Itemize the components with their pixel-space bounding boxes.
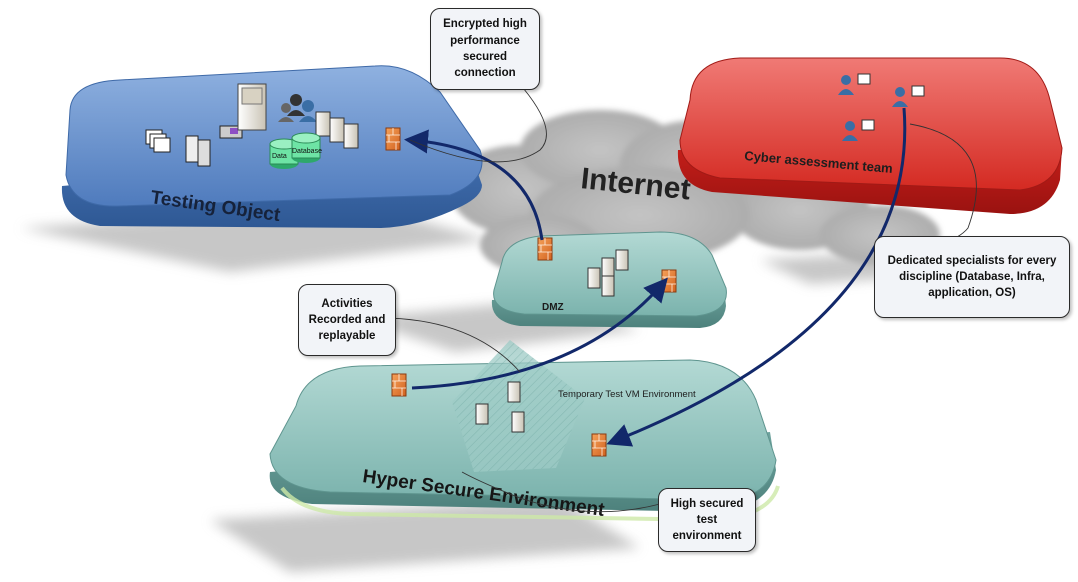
callout-encrypted-connection: Encrypted high performance secured conne… (430, 8, 540, 90)
firewall-icon (391, 373, 407, 397)
cyber-team-users (838, 73, 925, 141)
firewall-icon (537, 237, 553, 261)
temp-vm-label: Temporary Test VM Environment (558, 389, 696, 400)
team-to-hyper-arrow (606, 107, 907, 447)
dmz-to-testing-arrow (404, 129, 544, 241)
hyper-to-dmz-arrow (411, 277, 668, 390)
dmz-label: DMZ (542, 302, 564, 313)
network-device-icon (219, 125, 243, 139)
callout-high-secured: High secured test environment (658, 488, 756, 552)
mainframe-icon (237, 83, 267, 131)
database-label-database: Database (292, 148, 322, 155)
server-rack-icons (315, 111, 359, 149)
database-icon: Data Database (269, 132, 322, 169)
connection-arrows (404, 107, 907, 447)
firewall-icons (385, 127, 677, 457)
temp-vm-servers (475, 381, 525, 433)
database-label-data: Data (272, 153, 287, 160)
callout-dedicated-specialists: Dedicated specialists for every discipli… (874, 236, 1070, 318)
callout-high-secured-text: High secured test environment (670, 497, 744, 543)
user-laptop-icon (838, 73, 871, 95)
firewall-icon (591, 433, 607, 457)
users-group-icon (278, 94, 317, 122)
printer-icon (185, 135, 211, 167)
testing-object-platform: Testing Object (61, 65, 483, 228)
user-laptop-icon (892, 85, 925, 107)
callout-encrypted-text: Encrypted high performance secured conne… (443, 18, 527, 80)
firewall-icon (661, 269, 677, 293)
dmz-servers (587, 249, 629, 297)
callout-specialists-text: Dedicated specialists for every discipli… (887, 254, 1057, 300)
callout-activities-recorded: Activities Recorded and replayable (298, 284, 396, 356)
user-laptop-icon (842, 119, 875, 141)
document-stack-icon (145, 129, 171, 153)
testing-object-equipment: Data Database (145, 83, 359, 169)
firewall-icon (385, 127, 401, 151)
callout-activities-text: Activities Recorded and replayable (308, 297, 386, 343)
